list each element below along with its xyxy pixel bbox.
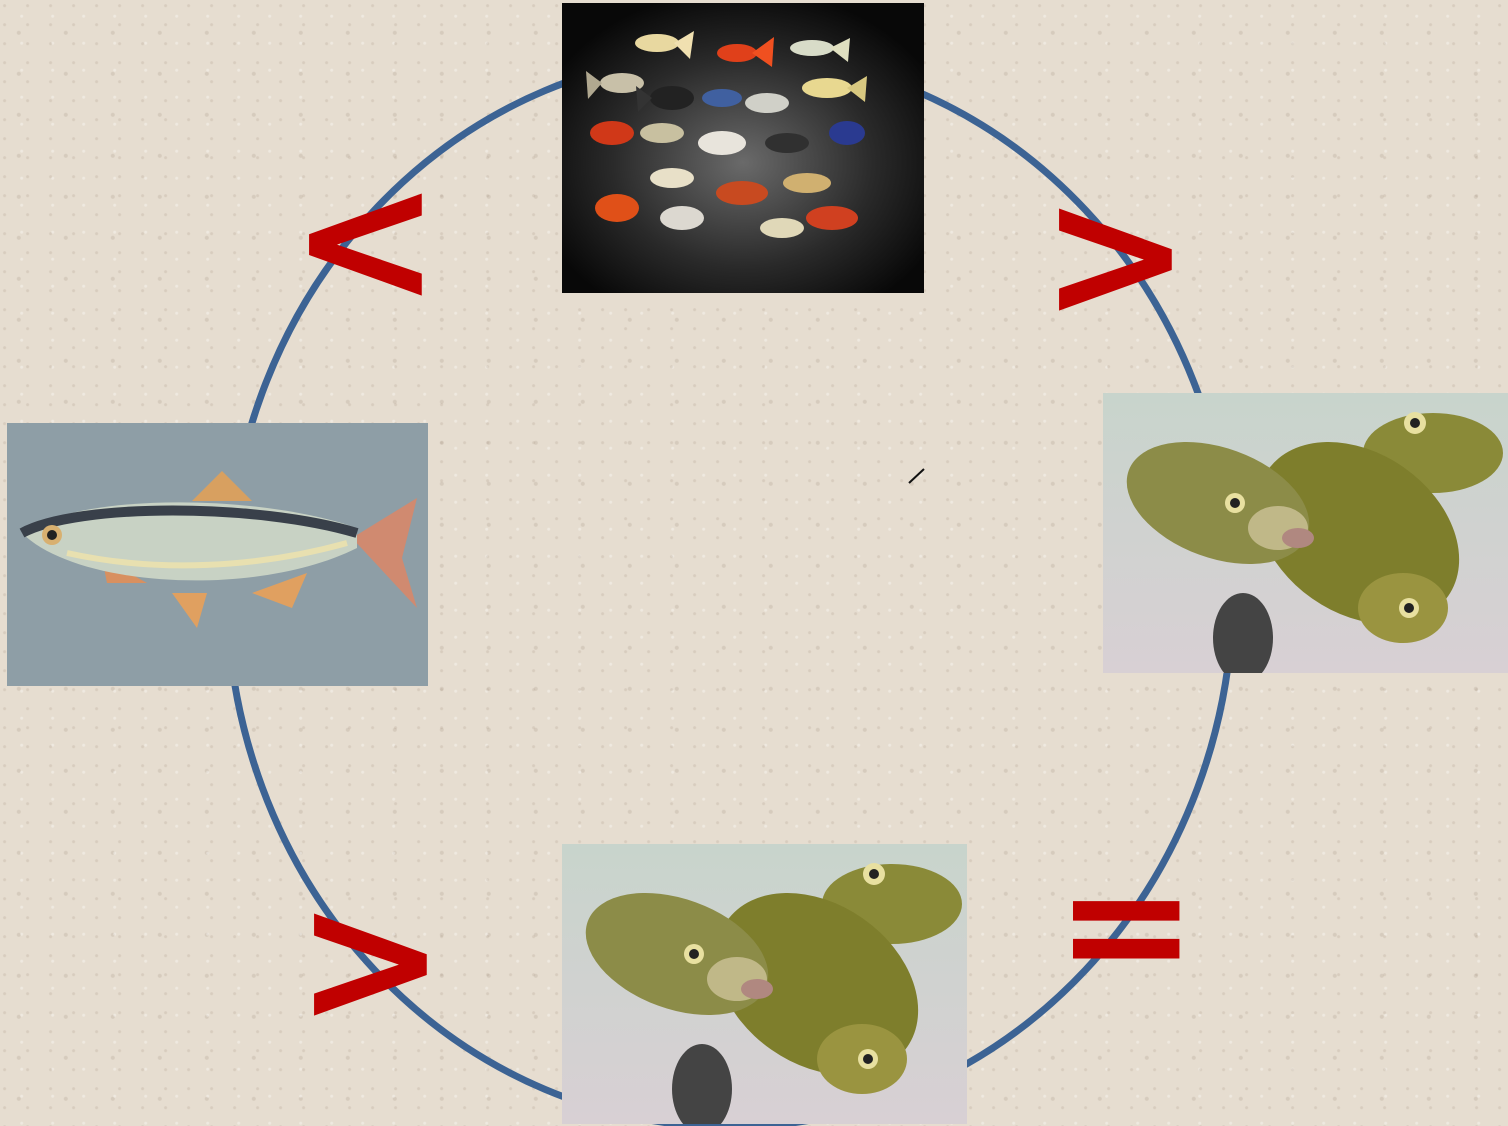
greater-than-symbol-bottom: > [295, 870, 435, 1050]
greater-than-symbol-top: > [1040, 165, 1180, 345]
less-than-symbol: < [290, 150, 430, 330]
carp-group-image-bottom [562, 844, 967, 1124]
guppy-school-image [562, 3, 924, 293]
equals-symbol: = [1055, 840, 1195, 1010]
carp-group-image [1103, 393, 1508, 673]
roach-fish-image [7, 423, 428, 686]
stray-mark [906, 466, 928, 488]
